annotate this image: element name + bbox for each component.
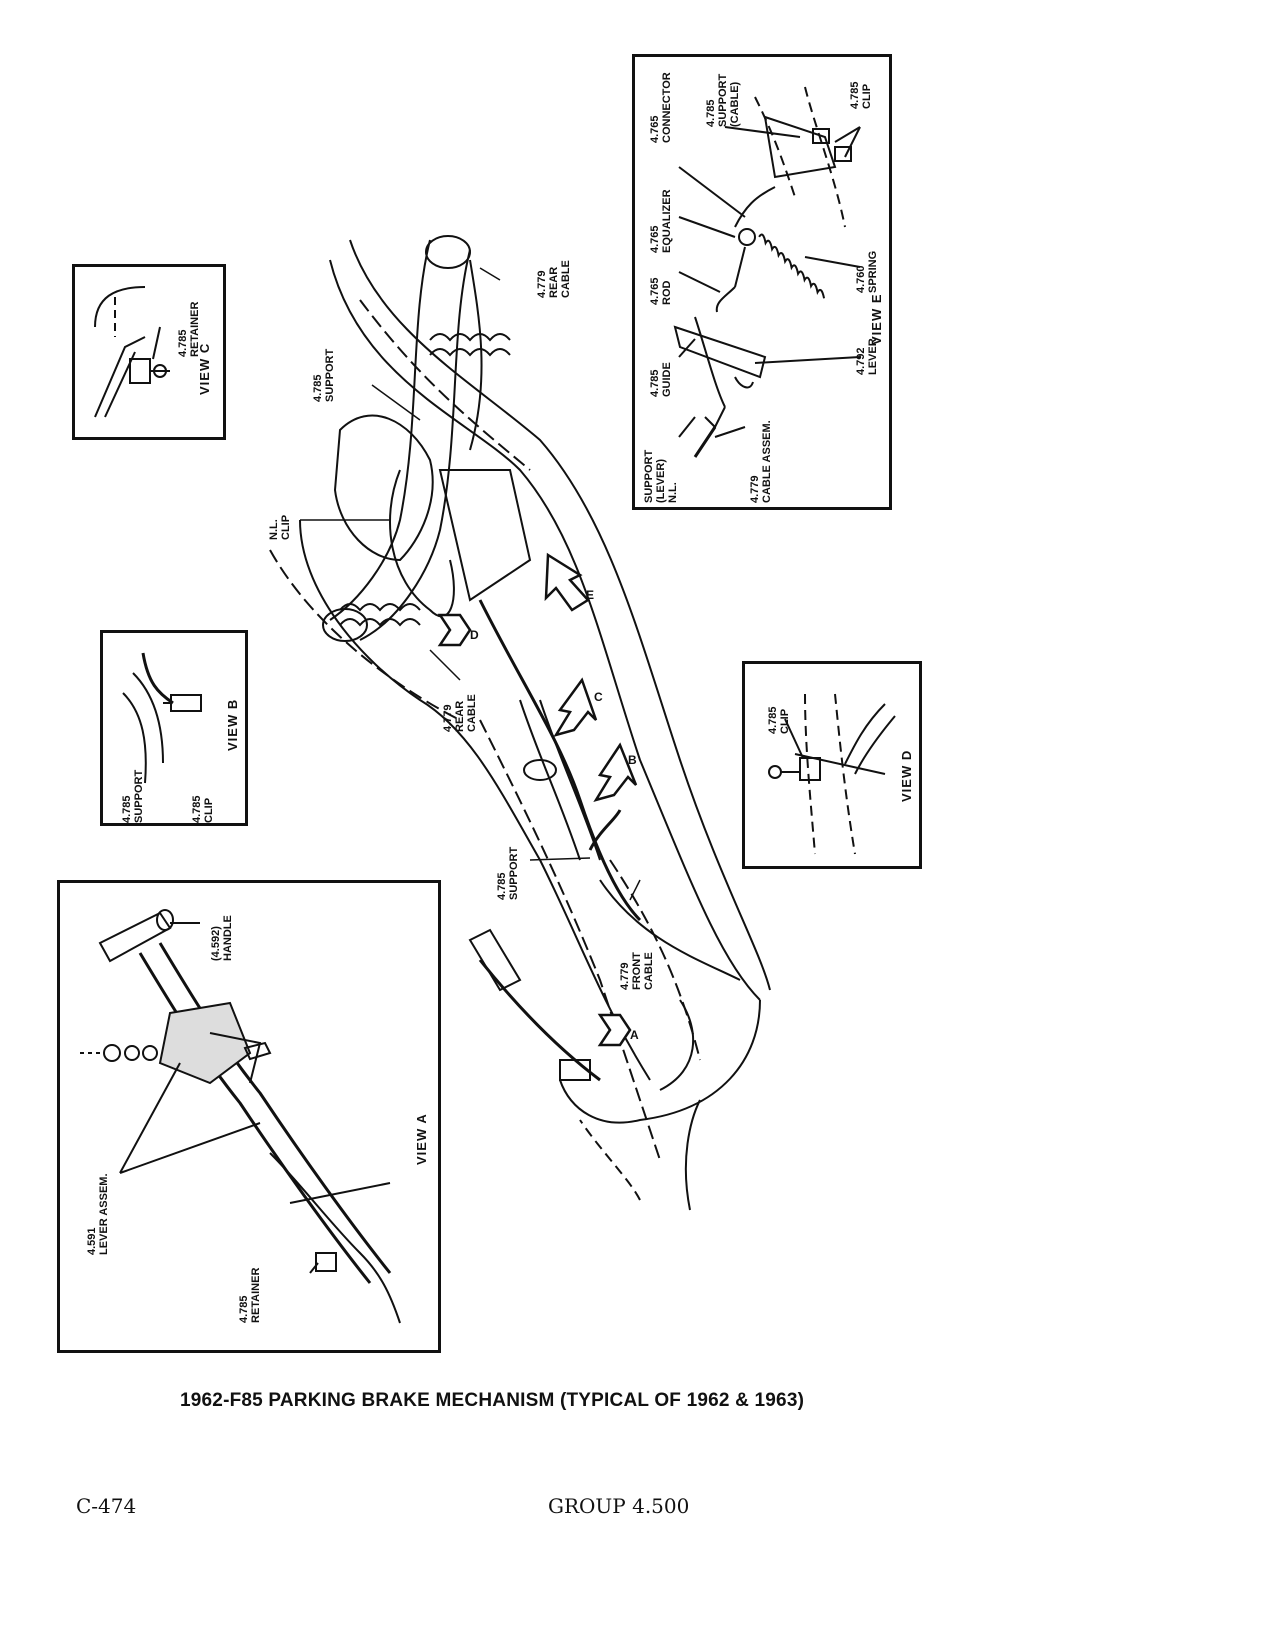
- view-b-marker-label: B: [628, 753, 637, 767]
- view-e-callout-spring: 4.760 SPRING: [855, 250, 879, 293]
- view-b-direction-arrow: [593, 742, 638, 803]
- view-c-direction-arrow: [553, 677, 598, 738]
- view-e-label: VIEW E: [869, 293, 884, 345]
- view-e-callout-support-lever: SUPPORT (LEVER) N.L.: [643, 449, 679, 503]
- view-a-panel: (4.592) HANDLE 4.591 LEVER ASSEM. 4.785 …: [57, 880, 441, 1353]
- view-d-drawing: [768, 693, 896, 855]
- view-c-marker-label: C: [594, 690, 603, 704]
- page-number: C-474: [76, 1494, 137, 1518]
- view-e-panel: 4.765 CONNECTOR 4.785 SUPPORT (CABLE) 4.…: [632, 54, 892, 510]
- view-e-callout-guide: 4.785 GUIDE: [649, 362, 673, 397]
- callout-support-top: 4.785 SUPPORT: [312, 348, 336, 402]
- view-d-marker-label: D: [470, 628, 479, 642]
- view-e-callout-support-cable: 4.785 SUPPORT (CABLE): [705, 73, 741, 127]
- view-c-label: VIEW C: [197, 342, 212, 395]
- view-a-callout-retainer: 4.785 RETAINER: [238, 1267, 262, 1323]
- view-d-marker-arrow: [437, 613, 472, 647]
- callout-front-cable: 4.779 FRONT CABLE: [619, 952, 655, 990]
- view-e-callout-cable-assem: 4.779 CABLE ASSEM.: [749, 420, 773, 503]
- view-a-marker-arrow: [597, 1013, 632, 1047]
- callout-rear-cable-mid: 4.779 REAR CABLE: [442, 694, 478, 732]
- view-a-callout-lever-assem: 4.591 LEVER ASSEM.: [86, 1173, 110, 1256]
- view-c-drawing: [94, 286, 170, 418]
- view-b-label: VIEW B: [225, 698, 240, 751]
- view-e-callout-equalizer: 4.765 EQUALIZER: [649, 189, 673, 253]
- group-number: GROUP 4.500: [548, 1494, 690, 1518]
- view-a-callout-handle: (4.592) HANDLE: [210, 915, 234, 961]
- view-a-marker-label: A: [630, 1028, 639, 1042]
- view-b-drawing: [122, 652, 202, 784]
- view-e-callout-connector: 4.765 CONNECTOR: [649, 72, 673, 143]
- callout-rear-cable-top: 4.779 REAR CABLE: [536, 260, 572, 298]
- view-a-label: VIEW A: [414, 1113, 429, 1165]
- callout-support-bottom: 4.785 SUPPORT: [496, 846, 520, 900]
- view-d-label: VIEW D: [899, 749, 914, 802]
- view-b-callout-support: 4.785 SUPPORT: [121, 769, 145, 823]
- view-e-callout-clip: 4.785 CLIP: [849, 81, 873, 109]
- view-b-callout-clip: 4.785 CLIP: [191, 795, 215, 823]
- view-e-drawing: [673, 86, 861, 458]
- view-a-drawing: [80, 909, 401, 1324]
- callout-nl-clip: N.L. CLIP: [268, 514, 292, 540]
- view-e-callout-rod: 4.765 ROD: [649, 277, 673, 305]
- figure-caption: 1962-F85 PARKING BRAKE MECHANISM (TYPICA…: [180, 1390, 805, 1411]
- view-d-callout-clip: 4.785 CLIP: [767, 706, 791, 734]
- view-b-panel: 4.785 SUPPORT 4.785 CLIP VIEW B: [100, 630, 248, 826]
- view-e-direction-arrow: [544, 552, 590, 612]
- view-e-marker-label: E: [586, 588, 595, 602]
- view-d-panel: 4.785 CLIP VIEW D: [742, 661, 922, 869]
- view-c-panel: 4.785 RETAINER VIEW C: [72, 264, 226, 440]
